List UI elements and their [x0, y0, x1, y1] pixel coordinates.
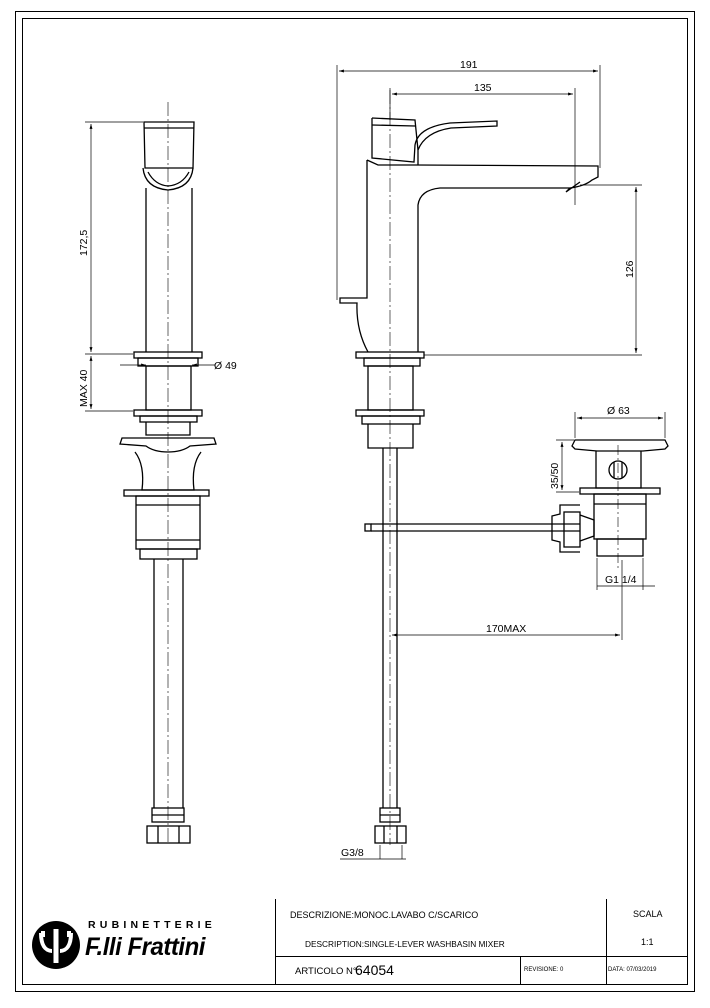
revision-divider — [520, 956, 521, 985]
descrizione-text: DESCRIZIONE:MONOC.LAVABO C/SCARICO — [290, 910, 479, 920]
articolo-number: 64054 — [355, 962, 394, 978]
dim-spout-reach: 135 — [474, 82, 492, 94]
left-view — [119, 102, 217, 845]
articolo-label: ARTICOLO N°: — [295, 966, 360, 977]
logo-area: RUBINETTERIE F.lli Frattini — [22, 899, 276, 985]
dim-rod-length: 170MAX — [486, 623, 526, 635]
left-dimensions — [85, 121, 215, 412]
scale-value: 1:1 — [641, 937, 654, 947]
title-block: RUBINETTERIE F.lli Frattini DESCRIZIONE:… — [22, 899, 688, 985]
dim-base-diameter: Ø 49 — [214, 360, 237, 372]
brand-logo-icon — [32, 921, 80, 969]
outer-frame — [15, 11, 695, 992]
brand-subtitle: RUBINETTERIE — [88, 919, 216, 931]
dim-waste-thread: G1 1/4 — [605, 574, 637, 586]
centre-view — [339, 90, 599, 845]
revision-text: REVISIONE: 0 — [524, 967, 564, 973]
scale-label: SCALA — [633, 909, 663, 919]
brand-name: F.lli Frattini — [85, 933, 205, 961]
description-text: DESCRIPTION:SINGLE-LEVER WASHBASIN MIXER — [305, 939, 505, 949]
dim-hose-thread: G3/8 — [341, 847, 364, 859]
waste-detail — [551, 439, 669, 570]
dim-total-length: 191 — [460, 59, 478, 71]
dim-waste-diameter: Ø 63 — [607, 405, 630, 417]
centre-dimensions — [336, 65, 642, 860]
dim-max-40: MAX 40 — [78, 369, 90, 407]
dim-waste-range: 35/50 — [549, 463, 561, 489]
date-text: DATA: 07/03/2019 — [608, 967, 657, 973]
scala-divider — [606, 899, 607, 985]
inner-frame — [22, 18, 688, 985]
dim-spout-height: 126 — [624, 260, 636, 278]
dim-height-172: 172,5 — [78, 230, 90, 256]
title-row-divider — [276, 956, 688, 957]
waste-dimensions — [556, 412, 666, 590]
